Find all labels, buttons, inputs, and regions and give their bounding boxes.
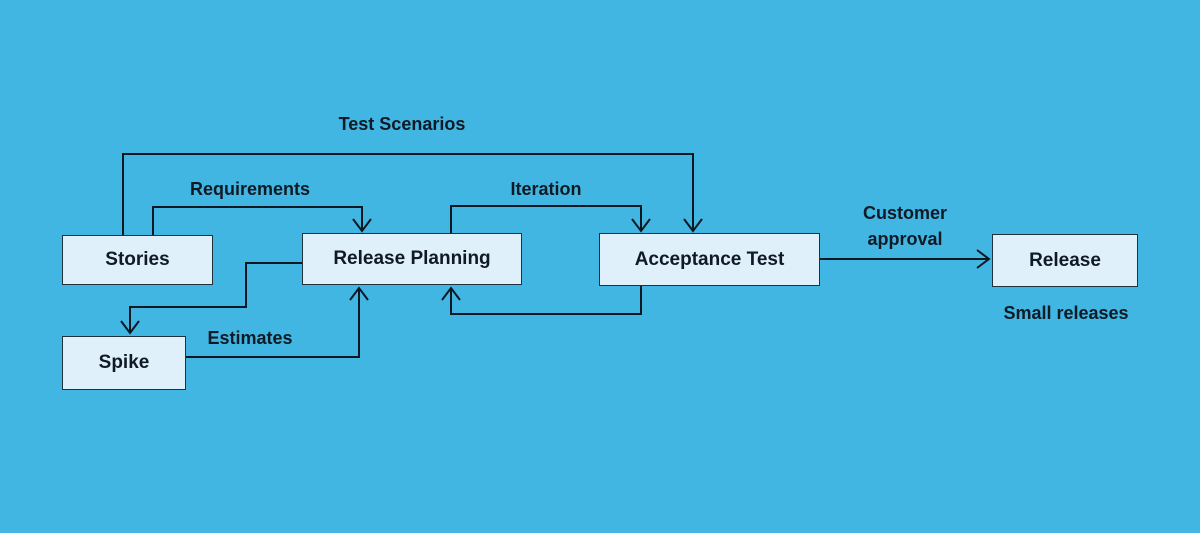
node-release-planning: Release Planning [302,233,522,285]
edge-label-iteration: Iteration [510,179,582,199]
node-release-planning-label: Release Planning [333,248,491,269]
edge-label-test-scenarios: Test Scenarios [338,114,466,134]
edge-release-planning-to-acceptance-test [450,205,651,233]
edge-label-estimates: Estimates [207,328,293,348]
edge-stories-to-release-planning [152,206,372,235]
node-stories: Stories [62,235,213,285]
edge-label-customer-approval: Customer approval [862,203,947,249]
edge-stories-to-acceptance-test [122,153,703,235]
edge-spike-to-release-planning [186,286,369,358]
node-release: Release [992,234,1138,287]
edge-release-planning-to-spike [120,262,302,335]
node-acceptance-test-label: Acceptance Test [634,248,785,270]
node-stories-label: Stories [105,249,170,270]
node-spike: Spike [62,336,186,390]
node-release-label: Release [1029,249,1101,271]
edge-acceptance-test-to-release-planning [441,286,642,315]
annotation-small-releases: Small releases [1003,303,1129,323]
node-spike-label: Spike [98,352,150,373]
node-acceptance-test: Acceptance Test [599,233,820,286]
edge-label-requirements: Requirements [189,179,311,199]
